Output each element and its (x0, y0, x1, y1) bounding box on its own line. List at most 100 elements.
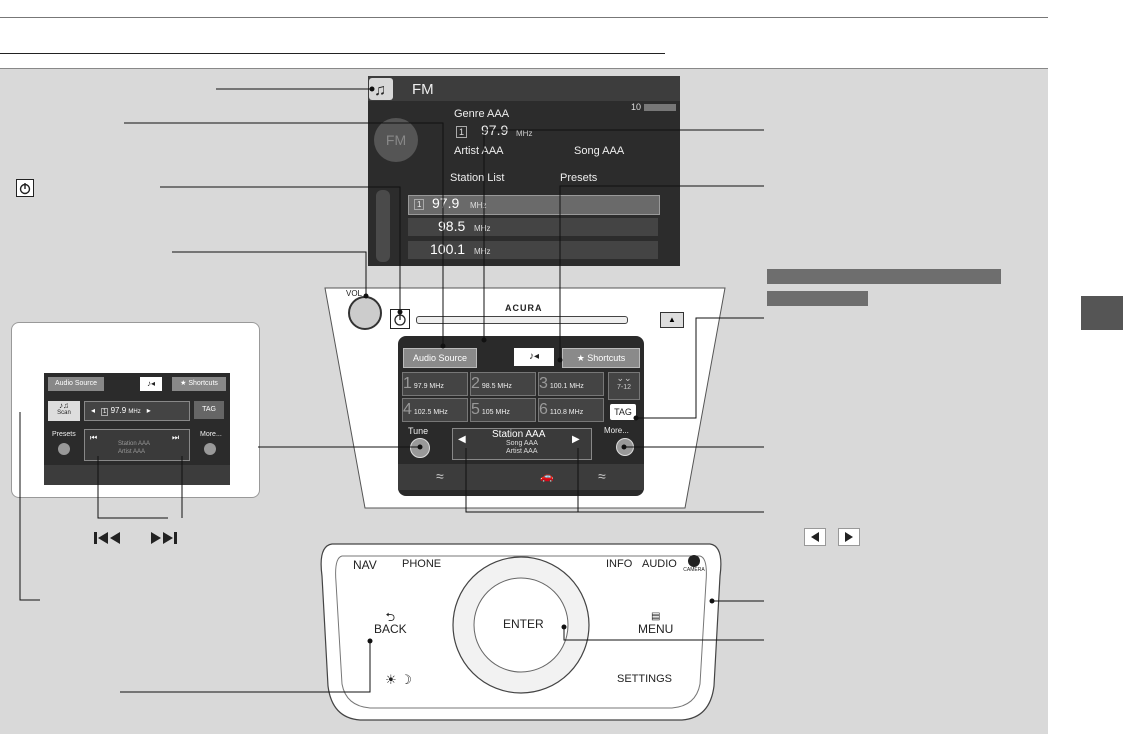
preset-num: 6 (539, 401, 548, 418)
car-icon[interactable]: 🚗 (540, 471, 554, 483)
preset-4[interactable]: 4 102.5 MHz (402, 398, 468, 422)
station-row[interactable] (408, 195, 660, 215)
inset-presets-label: Presets (52, 431, 76, 438)
back-label: BACK (374, 622, 407, 636)
inset-screen: Audio Source ♪◂ ★ Shortcuts ♪♫Scan ◂1 97… (44, 373, 230, 485)
preset-5[interactable]: 5 105 MHz (470, 398, 536, 422)
highlight-bar (767, 291, 868, 306)
preset-label: 105 MHz (481, 409, 510, 416)
preset-label: 102.5 MHz (413, 409, 448, 416)
mode-icon[interactable]: ≈ (436, 468, 444, 484)
climate-strip (398, 464, 644, 490)
inset-freq-bar[interactable]: ◂1 97.9 MHz▸ (84, 401, 190, 421)
inset-more-knob[interactable] (204, 443, 216, 455)
station-unit: MHz (474, 224, 491, 233)
seek-forward-button[interactable]: ▶ (572, 434, 580, 445)
camera-label: CAMERA (683, 567, 705, 573)
inset-skip-panel[interactable] (84, 429, 190, 461)
skip-back-button[interactable]: ⏮ (90, 433, 98, 442)
more-label: More... (604, 426, 629, 435)
station-song: Song AAA (506, 440, 538, 447)
inset-climate-strip (44, 465, 230, 485)
station-freq: 100.1 (430, 241, 466, 257)
controller-outline (320, 543, 722, 721)
preset-num: 5 (471, 401, 480, 418)
mode-icon[interactable]: ≈ (598, 468, 606, 484)
inset-artist: Artist AAA (118, 449, 146, 455)
genre-text: Genre AAA (454, 108, 510, 120)
station-row[interactable] (408, 241, 658, 259)
inset-presets-knob[interactable] (58, 443, 70, 455)
frequency-unit: MHz (516, 129, 533, 138)
station-unit: MHz (474, 247, 491, 256)
settings-button[interactable]: SETTINGS (617, 673, 673, 685)
menu-icon: ▤ (650, 611, 661, 622)
top-rule (0, 17, 1048, 18)
tune-label: Tune (408, 426, 429, 436)
day-night-button[interactable]: ☀ ☽ (385, 672, 412, 688)
skip-forward-button[interactable]: ⏭ (172, 433, 180, 442)
preset-num: 4 (403, 401, 412, 418)
tag-button[interactable]: TAG (610, 404, 636, 420)
sun-icon: ☀ (385, 672, 397, 687)
preset-2[interactable]: 2 98.5 MHz (470, 372, 536, 396)
scan-icon: ♪♫ (59, 401, 69, 410)
tab-presets[interactable]: Presets (560, 172, 598, 184)
enter-button[interactable]: ENTER (503, 617, 544, 631)
arrow-left-icon[interactable]: ◂ (91, 406, 96, 415)
inset-tag-button[interactable]: TAG (194, 401, 224, 419)
fm-logo-icon: FM (374, 118, 418, 162)
preset-num: 3 (539, 375, 548, 392)
preset-num: 2 (471, 375, 480, 392)
eject-button[interactable]: ▲ (660, 312, 684, 328)
shortcuts-button[interactable]: ★ Shortcuts (562, 348, 640, 368)
page-down-button[interactable]: ⌄⌄7-12 (608, 372, 640, 400)
section-rule (0, 53, 665, 54)
vol-label: VOL (346, 289, 363, 298)
preset-label: 98.5 MHz (481, 383, 512, 390)
inset-unit: MHz (128, 409, 141, 415)
back-arrow-icon: ⮌ (385, 610, 396, 624)
inset-audio-icon[interactable]: ♪◂ (140, 377, 162, 391)
inset-scan-button[interactable]: ♪♫Scan (48, 401, 80, 421)
double-chevron-icon: ⌄⌄ (616, 373, 632, 383)
shortcuts-label: Shortcuts (587, 353, 626, 363)
preset-6[interactable]: 6 110.8 MHz (538, 398, 604, 422)
arrow-right-icon[interactable]: ▸ (146, 406, 151, 415)
phone-button[interactable]: PHONE (402, 558, 442, 570)
preset-badge: 1 (456, 126, 468, 138)
preset-3[interactable]: 3 100.1 MHz (538, 372, 604, 396)
menu-button[interactable]: ▤ MENU (638, 611, 674, 637)
inset-audio-source[interactable]: Audio Source (48, 377, 104, 391)
display-header (368, 76, 680, 101)
nav-button[interactable]: NAV (353, 558, 377, 572)
power-icon (16, 179, 34, 197)
music-note-icon[interactable]: ♫ (369, 78, 393, 100)
disc-slot (416, 316, 628, 324)
preset-1[interactable]: 1 97.9 MHz (402, 372, 468, 396)
seek-back-button[interactable]: ◀ (458, 434, 466, 445)
inset-shortcuts-label: Shortcuts (188, 380, 218, 387)
list-scrollbar[interactable] (376, 190, 390, 262)
preset-label: 110.8 MHz (549, 409, 584, 416)
info-button[interactable]: INFO (606, 558, 633, 570)
menu-label: MENU (638, 622, 674, 636)
inset-shortcuts[interactable]: ★ Shortcuts (172, 377, 226, 391)
console-touchscreen: Audio Source ♪◂ ★ Shortcuts 1 97.9 MHz 2… (398, 336, 644, 496)
seek-panel[interactable] (452, 428, 592, 460)
inset-station: Station AAA (118, 441, 151, 447)
arrow-right-icon (838, 528, 860, 546)
audio-source-button[interactable]: Audio Source (403, 348, 477, 368)
audio-button[interactable]: AUDIO (642, 558, 677, 570)
skip-forward-icon (148, 530, 178, 546)
tab-station-list[interactable]: Station List (450, 172, 505, 184)
upper-display: ♫ FM FM Genre AAA 1 97.9 MHz Artist AAA … (368, 76, 680, 266)
audio-icon-button[interactable]: ♪◂ (514, 348, 554, 366)
svg-text:♫: ♫ (374, 82, 386, 99)
volume-level: 10 (631, 102, 642, 112)
station-row[interactable] (408, 218, 658, 236)
camera-icon (688, 555, 700, 567)
skip-back-icon (93, 530, 123, 546)
camera-button[interactable]: CAMERA (681, 555, 707, 577)
back-button[interactable]: ⮌ BACK (374, 610, 407, 636)
